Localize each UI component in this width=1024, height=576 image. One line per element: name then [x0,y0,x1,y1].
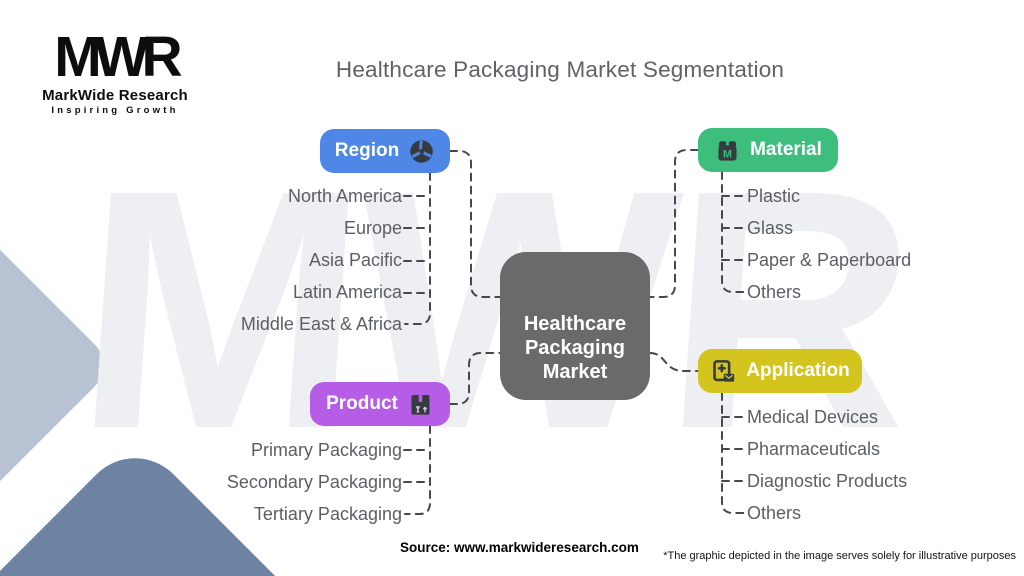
region-list: North America Europe Asia Pacific Latin … [120,180,402,341]
brand-logo: MWR MarkWide Research Inspiring Growth [36,25,194,116]
svg-text:M: M [723,148,732,160]
globe-icon [410,139,433,163]
list-item: Glass [747,217,794,238]
list-item: Plastic [747,185,801,206]
list-item: Tertiary Packaging [253,503,402,524]
center-node-label: Healthcare Packaging Market [523,313,627,383]
logo-name: MarkWide Research [42,86,188,104]
region-label: Region [334,140,400,161]
list-item: Others [747,503,802,524]
list-item: Primary Packaging [250,439,402,460]
list-item: Latin America [292,282,402,303]
list-item: Others [747,282,802,303]
material-label: Material [750,139,822,160]
list-item: Medical Devices [747,406,879,427]
material-node: M Material [698,128,838,172]
product-node: Product [310,382,450,426]
logo-monogram: MWR [54,25,182,89]
list-item: Asia Pacific [308,249,402,270]
list-item: Europe [343,217,402,238]
application-node: Application [698,349,862,393]
material-list: Plastic Glass Paper & Paperboard Others [747,180,1012,309]
list-item: Paper & Paperboard [747,249,912,270]
package-icon [411,394,430,415]
disclaimer-text: *The graphic depicted in the image serve… [663,550,1016,562]
region-node: Region [320,129,450,173]
application-label: Application [746,360,850,381]
list-item: North America [287,185,402,206]
application-list: Medical Devices Pharmaceuticals Diagnost… [747,401,1012,530]
list-item: Middle East & Africa [240,314,402,335]
shopping-bag-icon: M [718,140,737,161]
product-label: Product [326,393,398,414]
product-list: Primary Packaging Secondary Packaging Te… [120,434,402,531]
document-plus-icon [713,359,735,382]
list-item: Diagnostic Products [747,470,908,491]
center-node: Healthcare Packaging Market [500,252,650,400]
page-title: Healthcare Packaging Market Segmentation [335,57,785,82]
source-text: Source: www.markwideresearch.com [400,540,639,555]
list-item: Secondary Packaging [226,471,402,492]
list-item: Pharmaceuticals [747,438,881,459]
logo-tagline: Inspiring Growth [51,104,179,116]
